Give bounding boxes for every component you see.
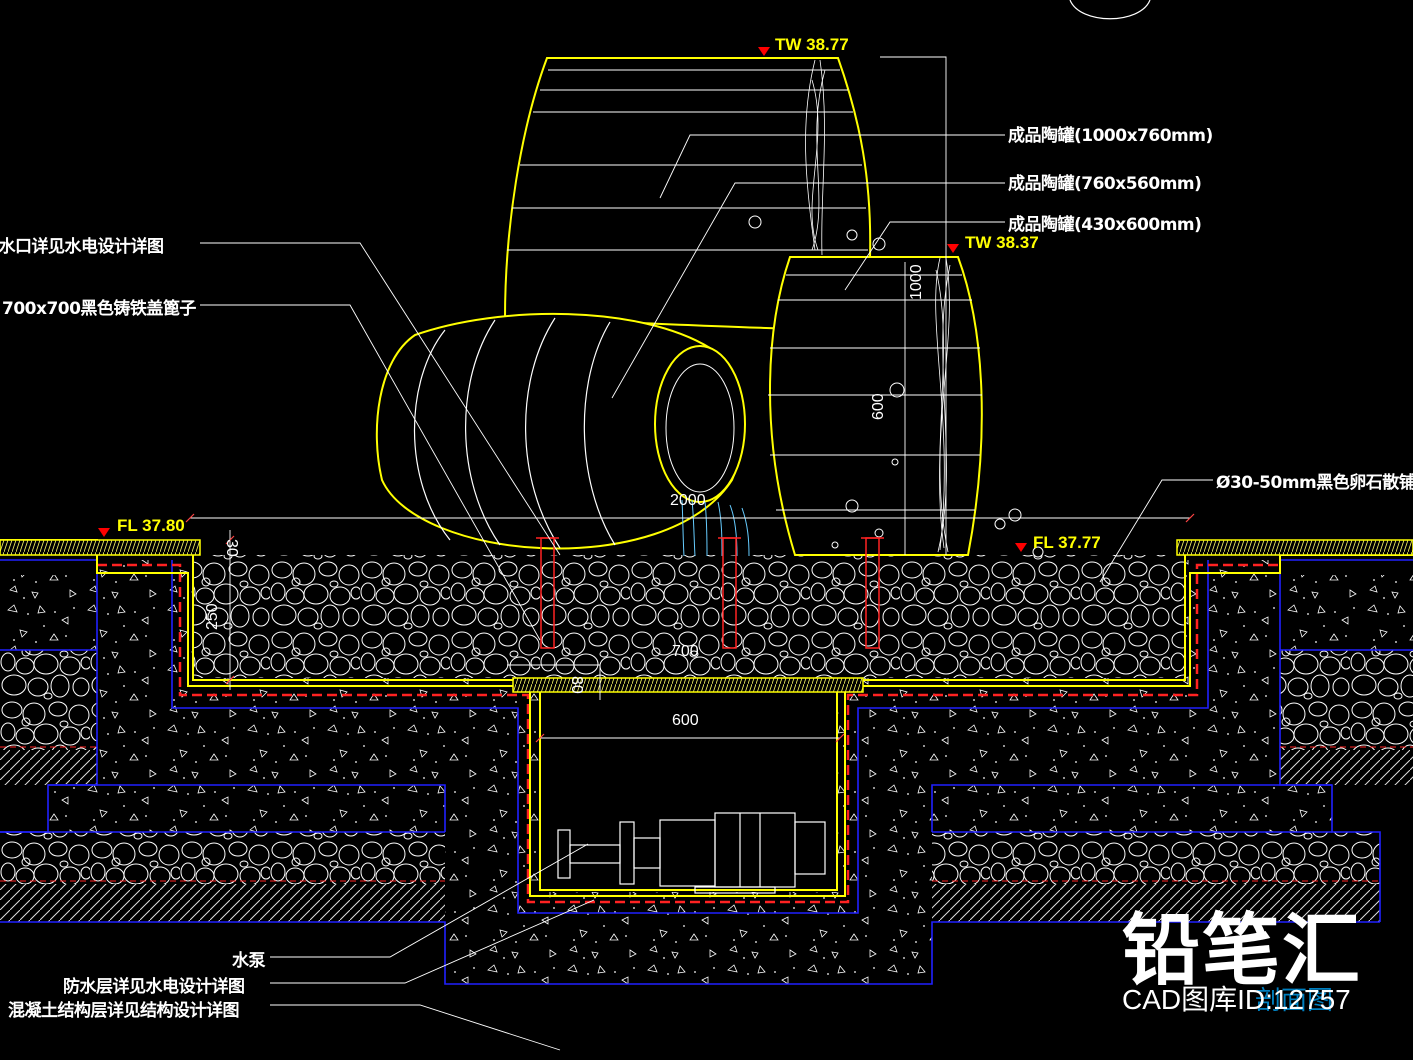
section-title: 剖面图: [1255, 986, 1334, 1016]
level-fl-left: FL 37.80: [117, 516, 185, 535]
dim-600: 600: [672, 712, 699, 729]
level-fl-right: FL 37.77: [1033, 533, 1101, 552]
label-water-inlet: 进水口详见水电设计详图: [0, 237, 164, 257]
label-pump: 水泵: [232, 951, 266, 971]
leader-lines: [200, 56, 1213, 1051]
dim-30: 30: [223, 539, 240, 557]
label-jar-1000x760: 成品陶罐(1000x760mm): [1008, 126, 1213, 146]
lying-jar: [375, 312, 742, 550]
dim-2000: 2000: [670, 492, 706, 509]
dim-700: 700: [672, 643, 699, 660]
coping-left: [0, 539, 201, 556]
level-markers: [98, 47, 1027, 552]
level-tw-mid: TW 38.37: [965, 233, 1039, 252]
medium-jar: [769, 256, 983, 556]
concrete-structure: [0, 559, 1413, 985]
dim-80: 80: [568, 676, 585, 694]
label-pebble: Ø30-50mm黑色卵石散铺: [1216, 473, 1413, 493]
water-flow: [681, 499, 750, 557]
watermark-brand: 铅笔汇: [1122, 906, 1363, 996]
dim-250: 250: [204, 603, 221, 630]
dim-600-vertical: 600: [870, 393, 887, 420]
dimension-lines: [190, 517, 1190, 739]
label-waterproof: 防水层详见水电设计详图: [63, 977, 245, 997]
jar-mouth: [654, 345, 746, 503]
label-grate: 700x700黑色铸铁盖篦子: [2, 299, 196, 319]
nozzle-pipes: [536, 537, 884, 649]
dim-1000: 1000: [908, 264, 925, 300]
pebble-fill: [193, 555, 1186, 678]
label-structure: 混凝土结构层详见结构设计详图: [8, 1001, 240, 1021]
large-jar: [503, 57, 872, 332]
label-jar-760x560: 成品陶罐(760x560mm): [1008, 174, 1202, 194]
label-jar-430x600: 成品陶罐(430x600mm): [1008, 215, 1202, 235]
pump-pit: [540, 692, 837, 892]
watermark-id: CAD图库ID:12757: [1122, 984, 1351, 1015]
grate: [512, 677, 864, 693]
level-tw-top: TW 38.77: [775, 35, 849, 54]
water-stream: [805, 59, 951, 553]
coping-right: [1176, 539, 1413, 556]
